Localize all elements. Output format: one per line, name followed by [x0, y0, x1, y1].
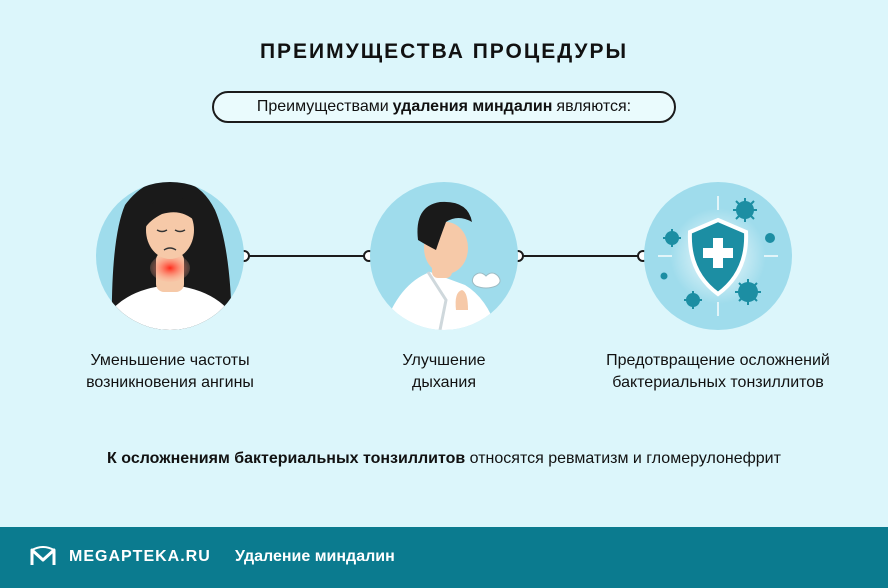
brand-name: MEGAPTEKA.RU — [69, 548, 211, 565]
benefit-1-line1: Уменьшение частоты — [90, 352, 250, 369]
benefit-3-line1: Предотвращение осложнений — [606, 352, 830, 369]
note-rest: относятся ревматизм и гломерулонефрит — [469, 450, 781, 467]
intro-suffix: являются: — [556, 98, 632, 115]
page-title: ПРЕИМУЩЕСТВА ПРОЦЕДУРЫ — [259, 40, 629, 63]
benefit-1-line2: возникновения ангины — [86, 374, 254, 391]
connector-1 — [238, 250, 375, 262]
megapteka-logo-icon — [30, 546, 56, 565]
benefit-3-line2: бактериальных тонзиллитов — [612, 374, 824, 391]
man-breathing-illustration — [370, 182, 518, 330]
intro-bold: удаления миндалин — [392, 98, 553, 115]
benefit-caption-3: Предотвращение осложнений бактериальных … — [578, 350, 858, 394]
footer-bar: MEGAPTEKA.RU Удаление миндалин — [0, 527, 888, 588]
benefit-caption-2: Улучшение дыхания — [344, 350, 544, 394]
shield-bacteria-illustration — [644, 182, 792, 330]
benefits-illustrations — [96, 182, 792, 330]
connector-2 — [512, 250, 649, 262]
complications-note: К осложнениям бактериальных тонзиллитов … — [0, 450, 888, 468]
intro-prefix: Преимуществами — [256, 98, 389, 115]
benefit-2-line2: дыхания — [412, 374, 476, 391]
intro-pill: Преимуществами удаления миндалин являютс… — [212, 91, 676, 123]
benefit-2-line1: Улучшение — [402, 352, 486, 369]
footer-topic: Удаление миндалин — [235, 548, 395, 565]
woman-sore-throat-illustration — [96, 182, 244, 330]
note-bold: К осложнениям бактериальных тонзиллитов — [107, 450, 466, 467]
benefit-caption-1: Уменьшение частоты возникновения ангины — [60, 350, 280, 394]
